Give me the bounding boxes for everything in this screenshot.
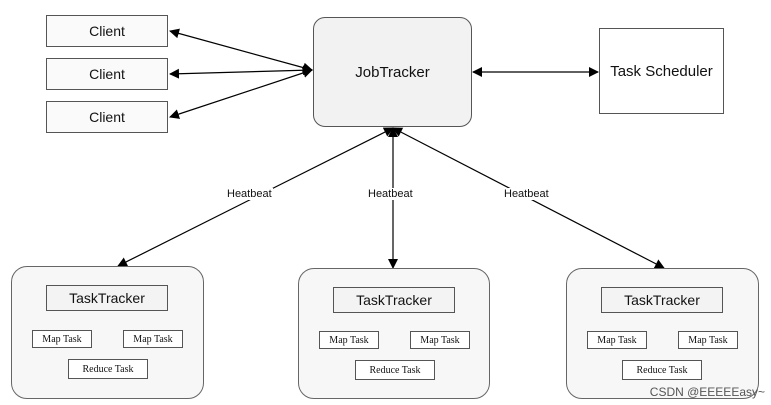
map-task-1a: Map Task — [32, 330, 92, 348]
client-box-3: Client — [46, 101, 168, 133]
tasktracker-title-3: TaskTracker — [601, 287, 723, 313]
tasktracker-title-2: TaskTracker — [333, 287, 455, 313]
client2-link — [169, 65, 313, 79]
map-task-2b: Map Task — [410, 331, 470, 349]
map-task-3a: Map Task — [587, 331, 647, 349]
map-task-3b: Map Task — [678, 331, 738, 349]
client-label: Client — [89, 23, 125, 39]
client-label: Client — [89, 66, 125, 82]
reduce-task-1: Reduce Task — [68, 359, 148, 379]
client3-link — [169, 68, 313, 119]
reduce-task-2: Reduce Task — [355, 360, 435, 380]
heartbeat-label-3: Heatbeat — [503, 188, 550, 200]
jobtracker-label: JobTracker — [355, 63, 430, 81]
jobtracker-box: JobTracker — [313, 17, 472, 127]
map-task-2a: Map Task — [319, 331, 379, 349]
tasktracker-title-1: TaskTracker — [46, 285, 168, 311]
heartbeat-label-2: Heatbeat — [367, 188, 414, 200]
map-task-1b: Map Task — [123, 330, 183, 348]
client-label: Client — [89, 109, 125, 125]
task-scheduler-label: Task Scheduler — [610, 62, 713, 80]
task-scheduler-box: Task Scheduler — [599, 28, 724, 114]
client-box-1: Client — [46, 15, 168, 47]
watermark: CSDN @EEEEEasy~ — [649, 385, 765, 399]
client-box-2: Client — [46, 58, 168, 90]
client1-link — [169, 28, 313, 73]
heartbeat-label-1: Heatbeat — [226, 188, 273, 200]
reduce-task-3: Reduce Task — [622, 360, 702, 380]
